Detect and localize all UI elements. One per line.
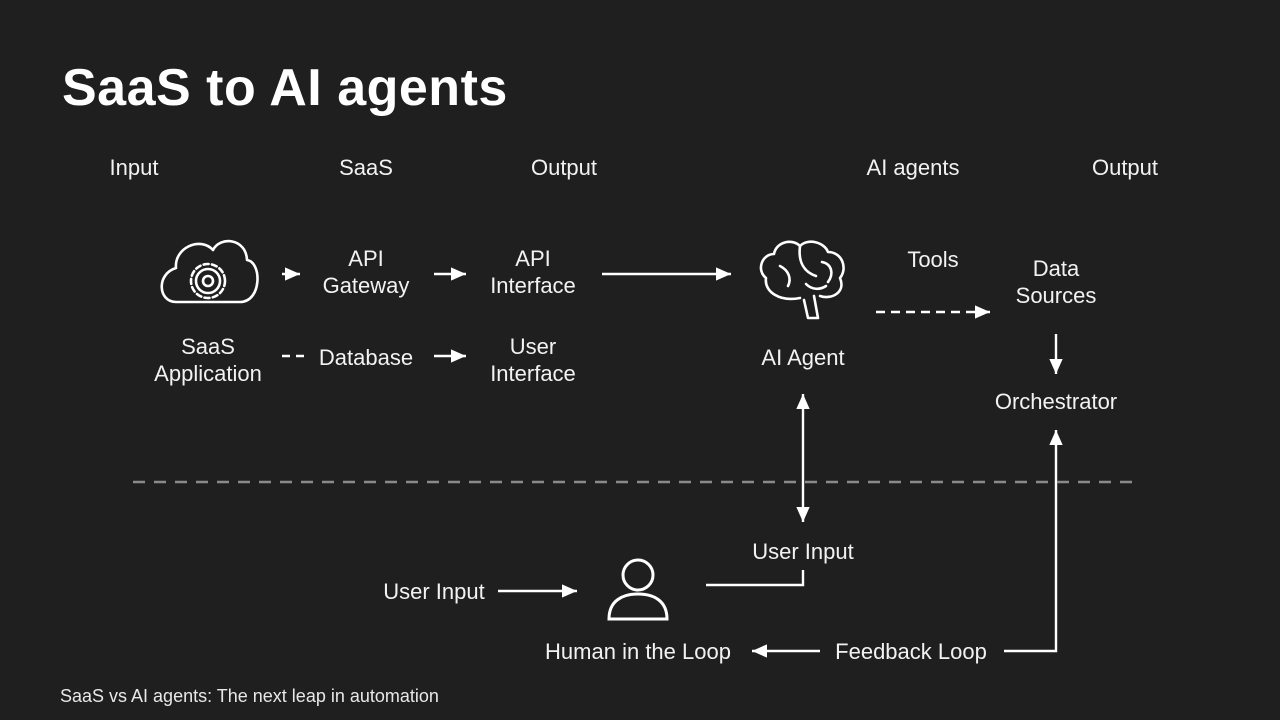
node-data-sources-line1: Data xyxy=(1032,256,1080,281)
footer-caption: SaaS vs AI agents: The next leap in auto… xyxy=(60,686,439,706)
node-api-gateway-line2: Gateway xyxy=(322,273,410,298)
cloud-gear-icon xyxy=(160,239,259,304)
node-api-interface: API Interface xyxy=(453,245,613,299)
node-saas-application-line1: SaaS xyxy=(181,334,235,359)
node-feedback-loop: Feedback Loop xyxy=(835,639,987,664)
brain-icon xyxy=(759,240,845,320)
node-user-input-left: User Input xyxy=(383,579,485,604)
node-human-in-the-loop: Human in the Loop xyxy=(545,639,731,664)
node-user-interface-line1: User xyxy=(509,334,557,359)
column-header-output-left: Output xyxy=(530,155,598,180)
connector-human-to-user-input xyxy=(706,570,805,587)
arrow-feedback-to-orchestrator xyxy=(1004,430,1063,653)
node-saas-application: SaaS Application xyxy=(128,333,288,387)
person-icon xyxy=(607,558,669,621)
node-user-interface-line2: Interface xyxy=(490,361,576,386)
column-header-output-right: Output xyxy=(1091,155,1159,180)
node-data-sources: Data Sources xyxy=(976,255,1136,309)
node-saas-application-line2: Application xyxy=(154,361,262,386)
node-ai-agent: AI Agent xyxy=(761,345,845,370)
node-api-interface-line1: API xyxy=(515,246,551,271)
node-api-interface-line2: Interface xyxy=(490,273,576,298)
node-api-gateway-line1: API xyxy=(348,246,384,271)
node-data-sources-line2: Sources xyxy=(1015,283,1097,308)
page-title: SaaS to AI agents xyxy=(62,59,508,117)
node-user-input-right: User Input xyxy=(752,539,854,564)
node-orchestrator: Orchestrator xyxy=(994,389,1118,414)
column-header-input: Input xyxy=(109,155,159,180)
node-database: Database xyxy=(318,345,414,370)
node-api-gateway: API Gateway xyxy=(286,245,446,299)
node-tools: Tools xyxy=(907,247,959,272)
column-header-ai-agents: AI agents xyxy=(866,155,960,180)
node-user-interface: User Interface xyxy=(453,333,613,387)
column-header-saas: SaaS xyxy=(339,155,393,180)
